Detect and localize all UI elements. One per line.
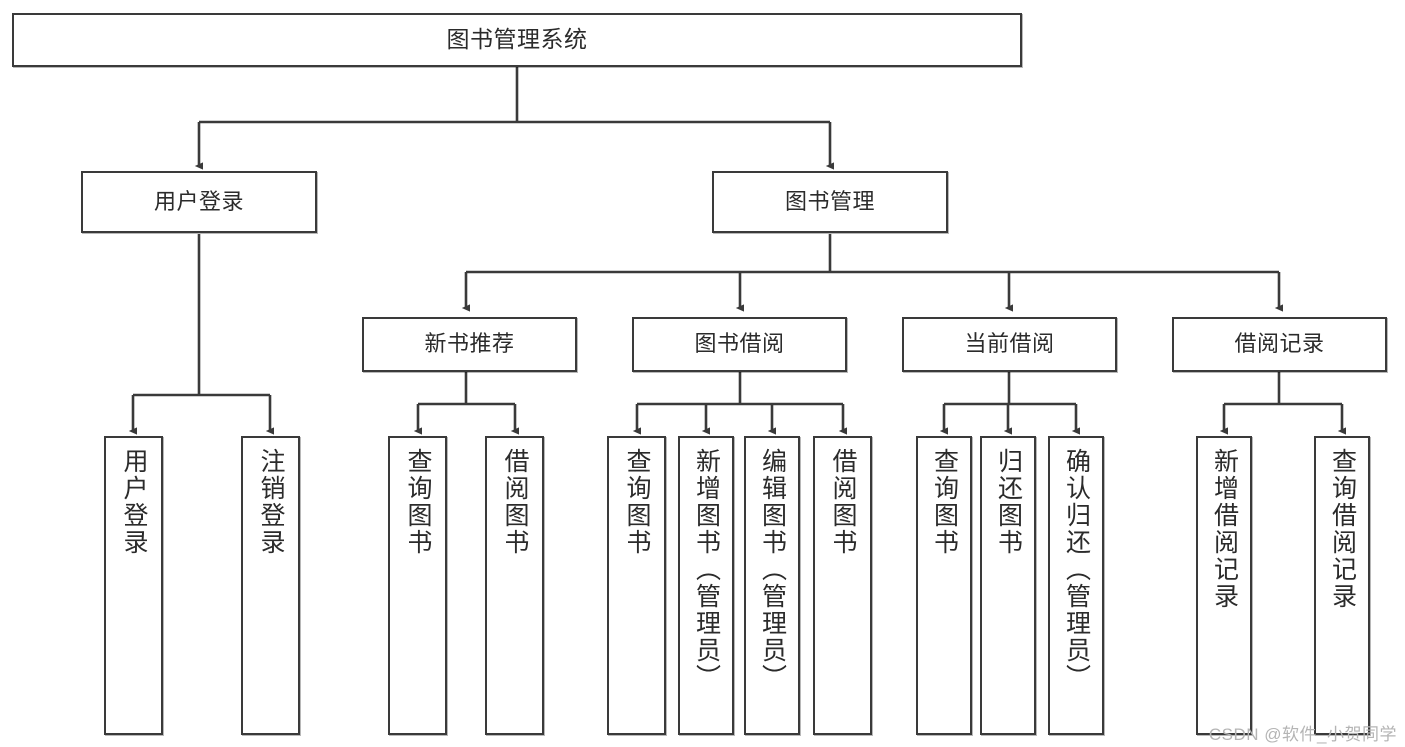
node-label: 借阅记录 [1234, 331, 1325, 357]
node-label: 查询图书 [404, 448, 432, 556]
node-label: 查询图书 [930, 448, 959, 556]
leaf-new-book-borrow[interactable]: 借阅图书 [485, 436, 544, 735]
node-label: 编辑图书（管理员） [758, 448, 787, 691]
node-label: 当前借阅 [964, 331, 1055, 357]
node-label: 新增图书（管理员） [692, 448, 721, 691]
watermark: CSDN @软件_小贺同学 [1208, 725, 1397, 744]
node-label: 用户登录 [120, 448, 148, 556]
leaf-current-borrow-confirm-return[interactable]: 确认归还（管理员） [1048, 436, 1104, 735]
leaf-user-login-signin[interactable]: 用户登录 [104, 436, 163, 735]
leaf-new-book-query[interactable]: 查询图书 [388, 436, 447, 735]
node-book-management[interactable]: 图书管理 [712, 171, 948, 233]
node-label: 注销登录 [257, 448, 285, 556]
node-user-login[interactable]: 用户登录 [81, 171, 317, 233]
node-label: 借阅图书 [829, 448, 857, 556]
leaf-book-borrow-query[interactable]: 查询图书 [607, 436, 666, 735]
leaf-book-borrow-edit[interactable]: 编辑图书（管理员） [744, 436, 800, 735]
leaf-book-borrow-borrow[interactable]: 借阅图书 [813, 436, 872, 735]
node-label: 归还图书 [994, 448, 1023, 556]
node-label: 借阅图书 [501, 448, 529, 556]
node-label: 查询借阅记录 [1328, 448, 1357, 610]
leaf-book-borrow-add[interactable]: 新增图书（管理员） [678, 436, 734, 735]
leaf-borrow-record-add[interactable]: 新增借阅记录 [1196, 436, 1252, 735]
leaf-current-borrow-query[interactable]: 查询图书 [916, 436, 972, 735]
node-book-management-system[interactable]: 图书管理系统 [12, 13, 1022, 67]
node-label: 图书管理系统 [446, 26, 588, 53]
node-current-borrowing[interactable]: 当前借阅 [902, 317, 1117, 372]
leaf-borrow-record-query[interactable]: 查询借阅记录 [1314, 436, 1370, 735]
node-book-borrowing[interactable]: 图书借阅 [632, 317, 847, 372]
node-borrowing-records[interactable]: 借阅记录 [1172, 317, 1387, 372]
node-new-book-recommendation[interactable]: 新书推荐 [362, 317, 577, 372]
leaf-current-borrow-return[interactable]: 归还图书 [980, 436, 1036, 735]
node-label: 新书推荐 [424, 331, 515, 357]
node-label: 新增借阅记录 [1210, 448, 1239, 610]
node-label: 确认归还（管理员） [1062, 448, 1091, 691]
node-label: 用户登录 [153, 188, 244, 214]
leaf-user-login-signout[interactable]: 注销登录 [241, 436, 300, 735]
node-label: 图书借阅 [694, 331, 785, 357]
node-label: 图书管理 [784, 188, 875, 214]
node-label: 查询图书 [623, 448, 651, 556]
